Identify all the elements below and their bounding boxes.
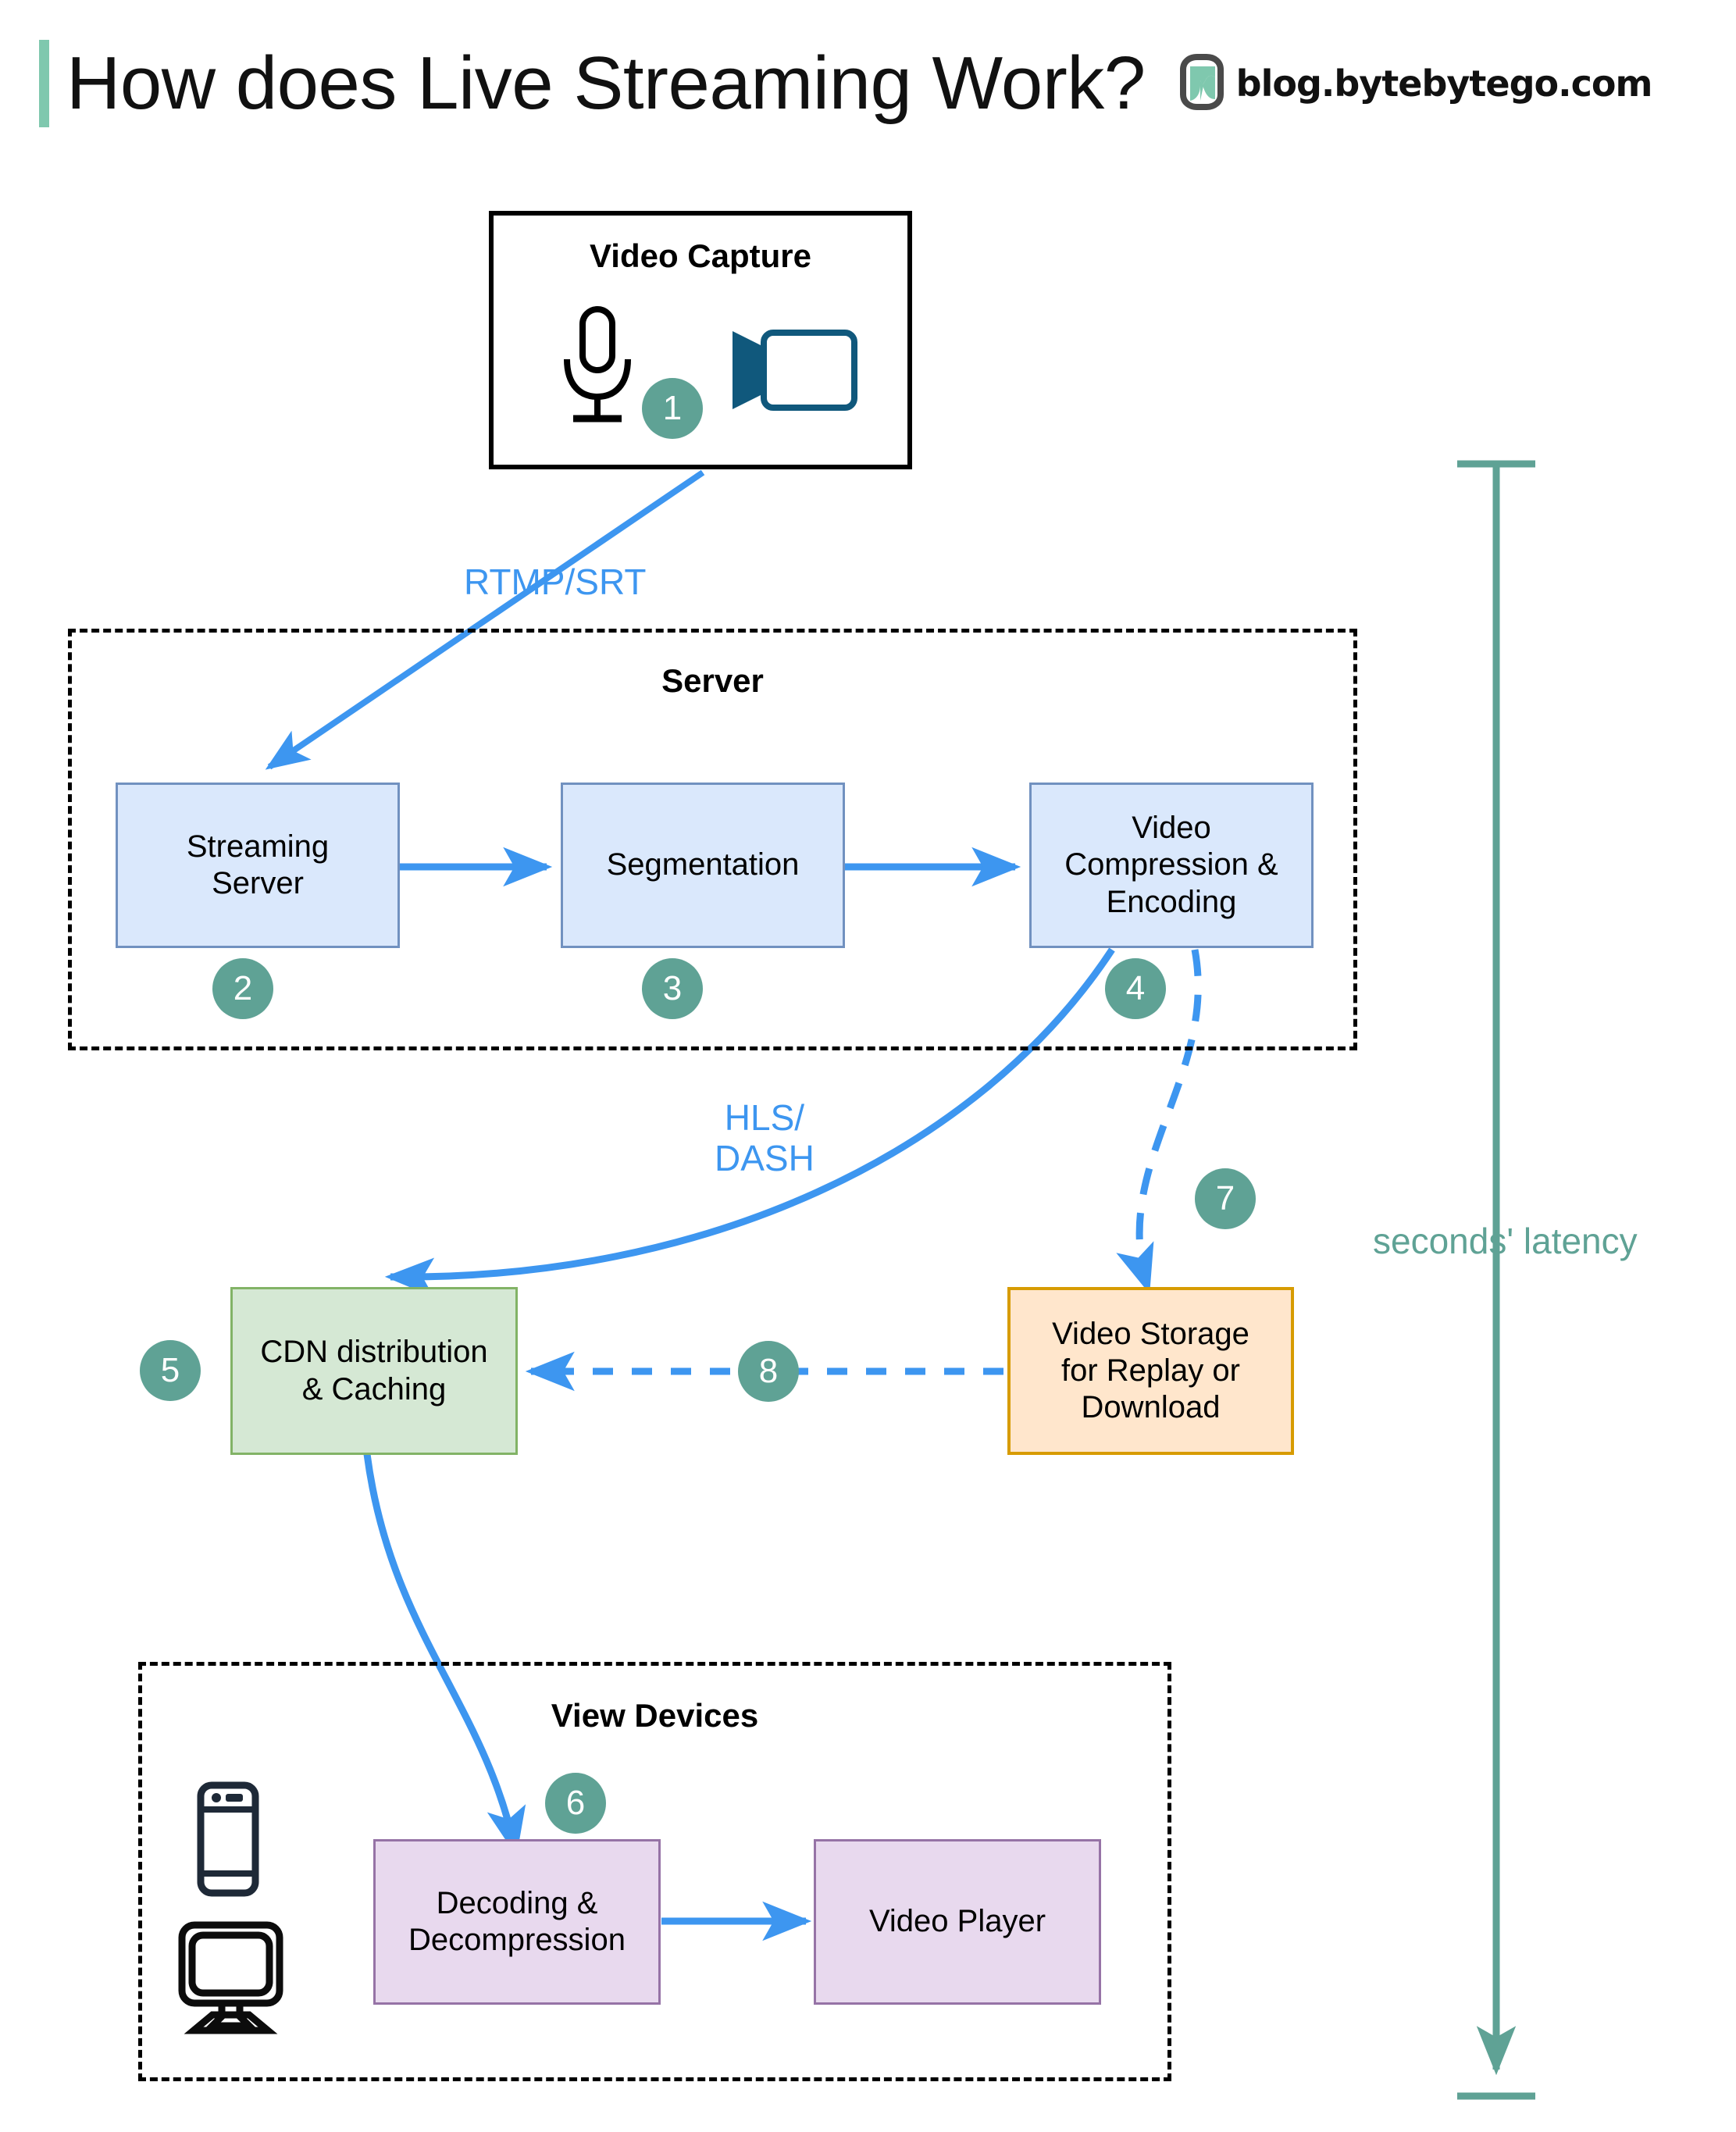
node-video-compression[interactable]: Video Compression & Encoding: [1029, 783, 1314, 948]
smartphone-icon: [197, 1781, 259, 1901]
step-badge-4: 4: [1105, 958, 1166, 1019]
step-badge-5: 5: [140, 1340, 201, 1401]
step-badge-7: 7: [1195, 1168, 1256, 1229]
step-badge-3: 3: [642, 958, 703, 1019]
video-camera-icon: [726, 328, 859, 418]
edge-label-rtmp-srt: RTMP/SRT: [464, 562, 647, 602]
group-title-view-devices: View Devices: [551, 1697, 759, 1734]
page-title: How does Live Streaming Work?: [66, 41, 1146, 125]
node-segmentation[interactable]: Segmentation: [561, 783, 845, 948]
microphone-icon: [547, 305, 648, 433]
node-label-cdn: CDN distribution & Caching: [260, 1335, 488, 1406]
group-view-devices: View Devices: [138, 1662, 1171, 2081]
node-label-video-storage: Video Storage for Replay or Download: [1052, 1316, 1249, 1425]
step-badge-1: 1: [642, 378, 703, 439]
node-video-player[interactable]: Video Player: [814, 1839, 1101, 2005]
node-streaming-server[interactable]: Streaming Server: [116, 783, 400, 948]
node-label-segmentation: Segmentation: [606, 847, 800, 882]
monitor-icon: [178, 1921, 283, 2038]
step-badge-2: 2: [212, 958, 273, 1019]
page-header: How does Live Streaming Work? blog.byteb…: [39, 33, 1652, 134]
node-video-storage[interactable]: Video Storage for Replay or Download: [1007, 1287, 1294, 1455]
latency-annotation-label: seconds' latency: [1373, 1221, 1638, 1261]
group-video-capture: Video Capture: [489, 211, 912, 469]
bytebytego-logo-icon: [1177, 53, 1228, 114]
node-label-streaming-server: Streaming Server: [186, 829, 330, 900]
brand-url: blog.bytebytego.com: [1235, 62, 1653, 105]
step-badge-8: 8: [738, 1341, 799, 1402]
brand-watermark: blog.bytebytego.com: [1177, 53, 1653, 114]
node-label-video-compression: Video Compression & Encoding: [1064, 811, 1278, 919]
group-title-video-capture: Video Capture: [590, 237, 811, 274]
node-cdn[interactable]: CDN distribution & Caching: [230, 1287, 518, 1455]
node-decoding[interactable]: Decoding & Decompression: [373, 1839, 661, 2005]
step-badge-6: 6: [545, 1773, 606, 1834]
node-label-decoding: Decoding & Decompression: [408, 1885, 626, 1957]
group-server: Server: [68, 629, 1357, 1050]
edge-label-hls-dash: HLS/ DASH: [715, 1097, 815, 1178]
group-title-server: Server: [661, 662, 764, 699]
title-accent-bar: [39, 40, 49, 127]
node-label-video-player: Video Player: [868, 1904, 1046, 1939]
